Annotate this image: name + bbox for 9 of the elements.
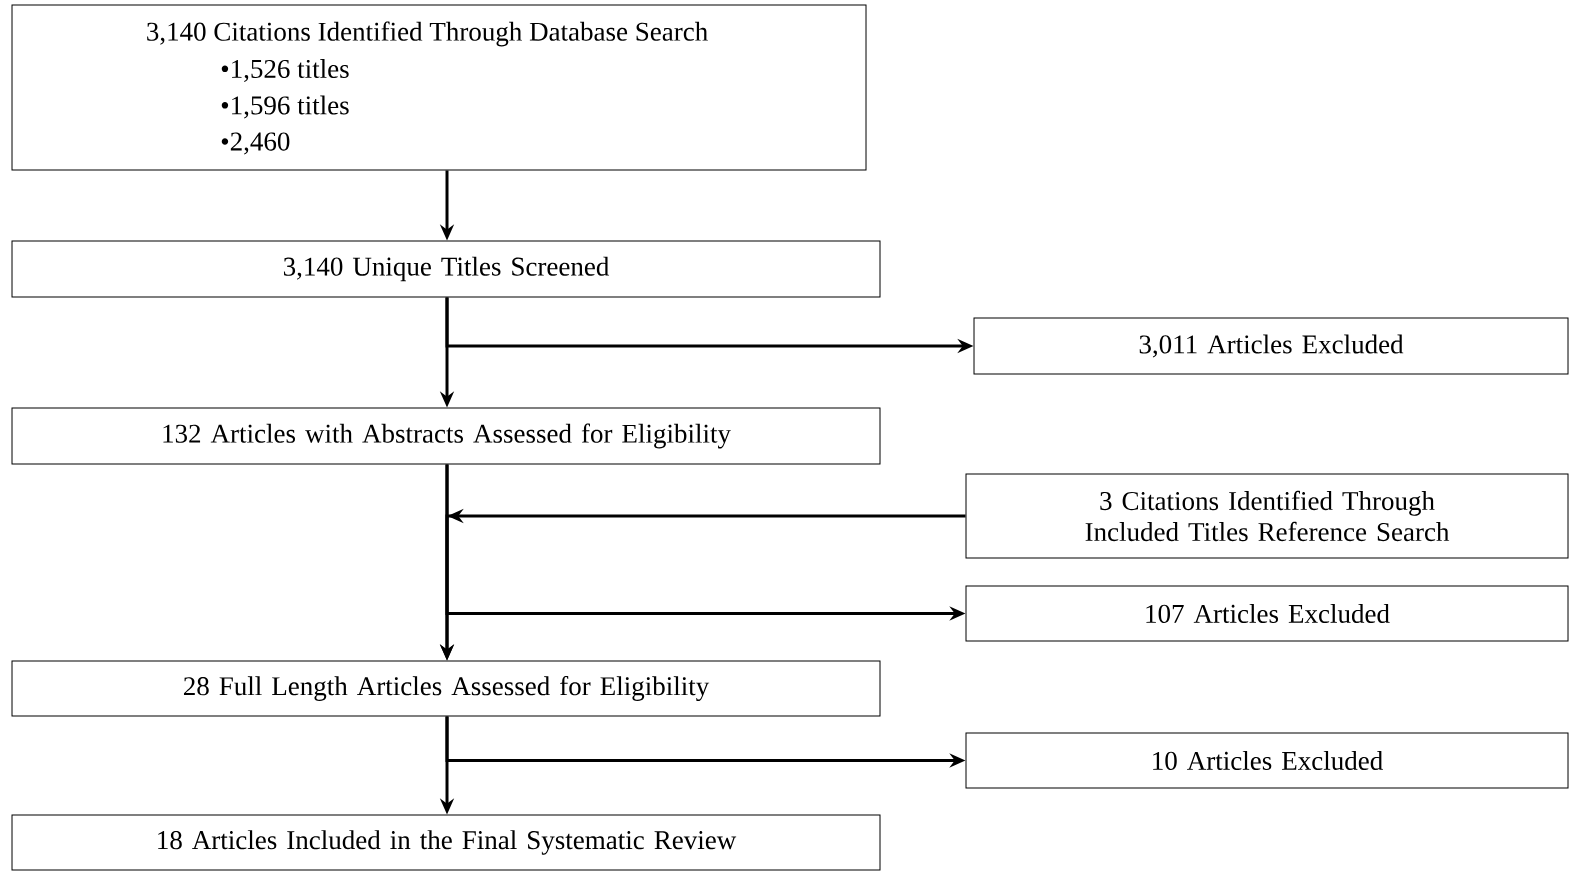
- process-box: 28 Full Length Articles Assessed for Eligibility: [11, 660, 881, 717]
- process-box: 3,140 Citations Identified Through Database Search •1,526 titles •1,596 titles •2,460: [11, 4, 867, 171]
- process-box: 107 Articles Excluded: [965, 585, 1569, 642]
- process-box: 10 Articles Excluded: [965, 732, 1569, 789]
- process-box: 132 Articles with Abstracts Assessed for Eligibility: [11, 407, 881, 465]
- process-box: 3,011 Articles Excluded: [973, 317, 1569, 375]
- process-box: 3 Citations Identified Through Included Titles Reference Search: [965, 473, 1569, 559]
- process-box: 18 Articles Included in the Final Systematic Review: [11, 814, 881, 871]
- process-box: 3,140 Unique Titles Screened: [11, 240, 881, 298]
